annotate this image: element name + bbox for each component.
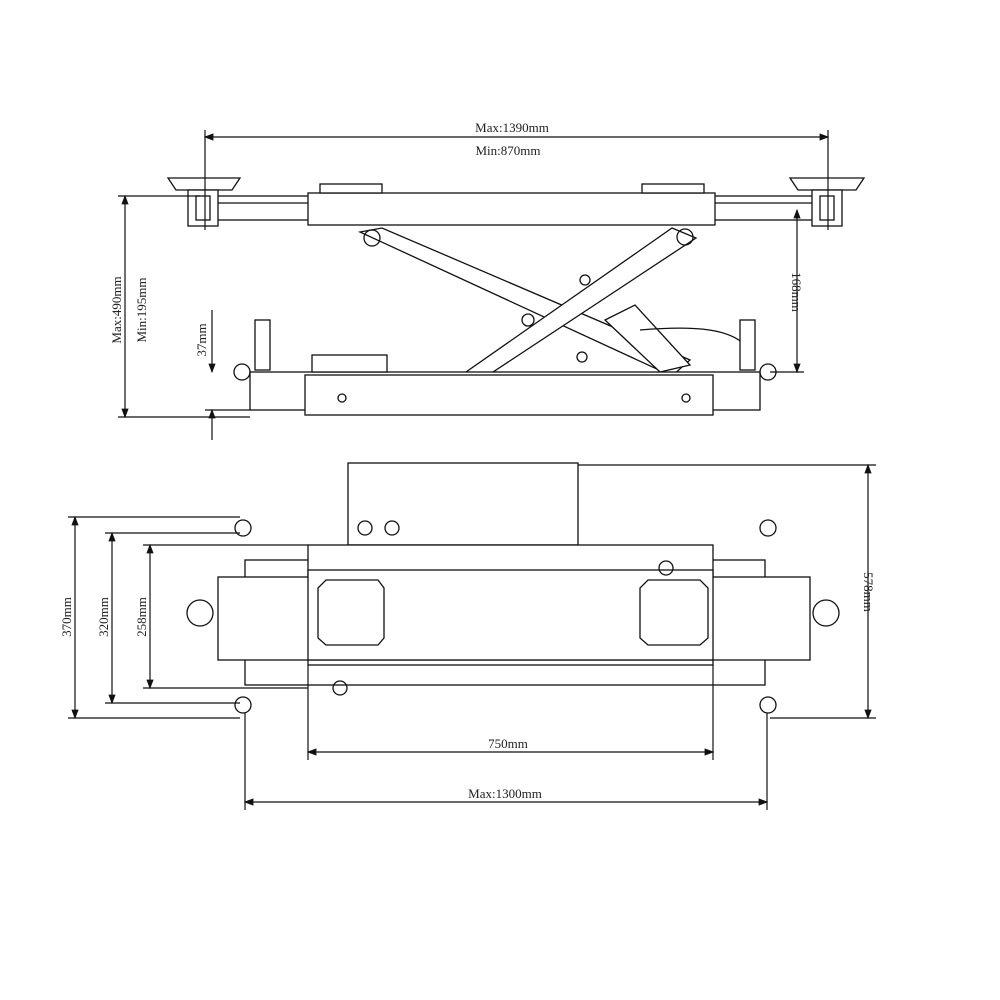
- max-span-label: Max:1300mm: [468, 786, 542, 801]
- side-view: Max:1390mm Min:870mm Max:490mm Min:195mm…: [109, 120, 866, 440]
- plan-view: 370mm 320mm 258mm 578mm 750mm Max:1300mm: [59, 462, 876, 810]
- min-height-label: Min:195mm: [134, 277, 149, 342]
- width-mid-label: 320mm: [96, 597, 111, 637]
- hydraulic-cylinder: [603, 304, 692, 373]
- platform-length-label: 750mm: [488, 736, 528, 751]
- top-platform: [307, 192, 716, 226]
- min-length-label: Min:870mm: [475, 143, 540, 158]
- width-outer-label: 370mm: [59, 597, 74, 637]
- pump-plate: [347, 462, 579, 546]
- arm-height-label: 168mm: [789, 272, 804, 312]
- max-length-label: Max:1390mm: [475, 120, 549, 135]
- lift-pad-left: [166, 177, 242, 227]
- lift-pad-right: [639, 579, 709, 646]
- lift-pad-right: [788, 177, 866, 227]
- bolt-icon: [233, 363, 251, 381]
- base-height-label: 37mm: [194, 323, 209, 356]
- width-inner-label: 258mm: [134, 597, 149, 637]
- max-height-label: Max:490mm: [109, 276, 124, 343]
- scissor-mechanism: [357, 227, 746, 377]
- lift-pad-left: [317, 579, 385, 646]
- total-width-label: 578mm: [861, 572, 876, 612]
- bolt-icon: [234, 519, 777, 714]
